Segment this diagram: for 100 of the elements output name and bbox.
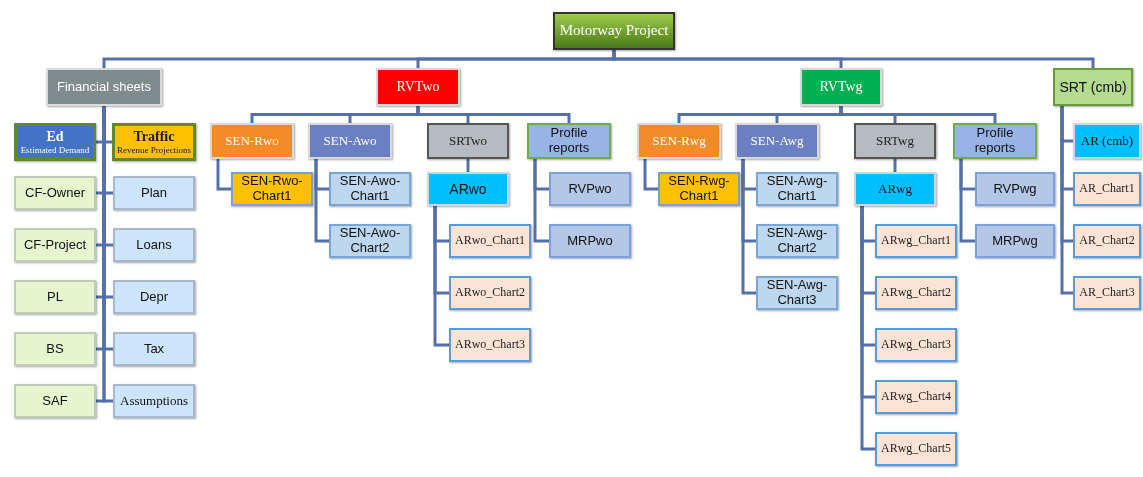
connector-line — [466, 159, 470, 172]
org-box — [449, 224, 531, 258]
box-title: Traffic — [133, 128, 175, 145]
org-box — [113, 280, 195, 314]
org-box — [113, 332, 195, 366]
org-box — [637, 123, 721, 159]
org-box — [875, 432, 957, 466]
org-box — [14, 228, 96, 262]
box-label: SEN-Awo-Chart2 — [338, 226, 402, 256]
org-box — [1073, 172, 1141, 206]
box-label: Tax — [143, 341, 165, 357]
org-box — [875, 380, 957, 414]
box-label: ARwo_Chart1 — [455, 234, 525, 248]
connector-line — [216, 159, 231, 191]
connector-line — [893, 159, 897, 172]
connector-line — [1060, 106, 1073, 295]
org-box — [14, 384, 96, 418]
org-box — [549, 172, 631, 206]
box-label: SEN-Awo — [323, 133, 377, 149]
org-box — [449, 328, 531, 362]
org-box — [14, 123, 96, 161]
org-box — [1073, 276, 1141, 310]
org-box — [113, 228, 195, 262]
org-box — [14, 176, 96, 210]
org-box — [1073, 224, 1141, 258]
box-label: ARwg_Chart5 — [881, 442, 951, 456]
connector-line — [102, 106, 113, 403]
org-box — [1053, 68, 1133, 106]
connector-line — [533, 159, 549, 243]
box-label: CF-Owner — [25, 185, 85, 201]
org-box — [756, 172, 838, 206]
box-label: MRPwo — [567, 233, 613, 249]
org-box — [800, 68, 882, 106]
org-box — [329, 172, 411, 206]
box-label: ARwg_Chart3 — [881, 338, 951, 352]
box-label: Financial sheets — [57, 79, 151, 95]
org-box — [875, 224, 957, 258]
box-subtitle: Estimated Demand — [20, 144, 90, 156]
connector-line — [433, 206, 449, 347]
box-label: ARwo_Chart2 — [455, 286, 525, 300]
org-box — [46, 68, 162, 106]
org-box — [553, 12, 675, 50]
connector-line — [860, 206, 875, 451]
box-label: RVPwo — [568, 181, 612, 197]
connector-line — [839, 106, 997, 123]
box-label: PL — [47, 289, 63, 305]
box-label: ARwo — [449, 180, 487, 198]
connector-line — [314, 159, 329, 243]
org-box — [308, 123, 392, 159]
box-label: ARwg_Chart4 — [881, 390, 951, 404]
org-box — [875, 276, 957, 310]
box-label: ARwg — [878, 181, 912, 197]
org-box — [427, 172, 509, 206]
box-label: ARwo_Chart3 — [455, 338, 525, 352]
box-label: RVTwo — [396, 78, 440, 96]
org-box — [112, 123, 196, 161]
org-box — [854, 123, 936, 159]
box-label: SEN-Rwg-Chart1 — [667, 174, 731, 204]
box-label: SEN-Awg-Chart2 — [765, 226, 829, 256]
org-box — [113, 384, 195, 418]
org-box — [329, 224, 411, 258]
box-label: Profile reports — [547, 126, 591, 156]
box-label: RVPwg — [993, 181, 1037, 197]
org-box — [875, 328, 957, 362]
box-label: CF-Project — [23, 237, 87, 253]
box-label: AR (cmb) — [1080, 133, 1134, 149]
org-box — [756, 224, 838, 258]
box-label: SEN-Awg-Chart3 — [765, 278, 829, 308]
box-label: SRTwo — [448, 133, 487, 149]
org-box — [427, 123, 509, 159]
box-label: SEN-Rwg — [652, 133, 706, 149]
box-label: Profile reports — [973, 126, 1017, 156]
box-label: AR_Chart2 — [1079, 234, 1135, 248]
box-label: AR_Chart1 — [1079, 182, 1135, 196]
org-box — [14, 280, 96, 314]
org-box — [975, 224, 1055, 258]
box-label: ARwg_Chart1 — [881, 234, 951, 248]
box-label: SRT (cmb) — [1059, 78, 1127, 96]
org-box — [658, 172, 740, 206]
box-title: Ed — [46, 128, 64, 145]
org-box — [231, 172, 313, 206]
box-label: Assumptions — [120, 393, 188, 409]
org-box — [735, 123, 819, 159]
org-box — [376, 68, 460, 106]
org-box — [756, 276, 838, 310]
org-box — [113, 176, 195, 210]
box-label: SEN-Awg — [750, 133, 804, 149]
org-box — [854, 172, 936, 206]
connector-line — [612, 50, 1095, 68]
org-box — [549, 224, 631, 258]
box-label: ARwg_Chart2 — [881, 286, 951, 300]
box-label: BS — [46, 341, 64, 357]
box-label: SRTwg — [875, 133, 914, 149]
box-label: Loans — [136, 237, 172, 253]
box-subtitle: Revenue Projections — [116, 144, 192, 156]
org-box — [527, 123, 611, 159]
connector-line — [416, 106, 571, 123]
box-label: SEN-Awg-Chart1 — [765, 174, 829, 204]
org-box — [1073, 123, 1141, 159]
box-label: SEN-Awo-Chart1 — [338, 174, 402, 204]
